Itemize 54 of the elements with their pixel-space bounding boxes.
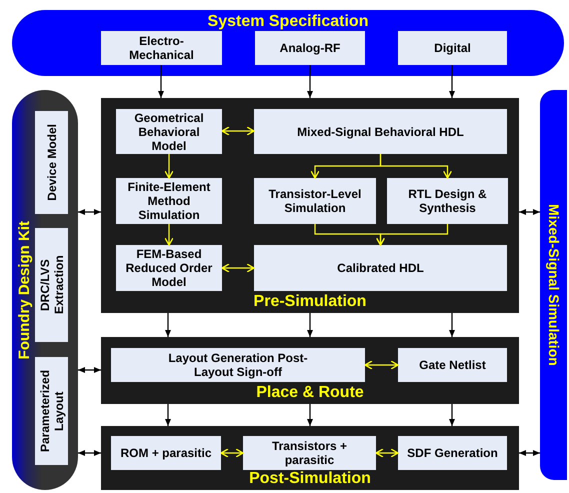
stage-title: Pre-Simulation: [254, 293, 366, 311]
arrow: [78, 367, 101, 373]
process-box: Transistor-Level Simulation: [254, 178, 376, 224]
process-box: RTL Design & Synthesis: [387, 178, 508, 224]
kit-item-box: [35, 357, 68, 465]
arrow: [519, 450, 540, 456]
arrow: [221, 126, 255, 136]
arrow: [158, 65, 164, 98]
arrow: [449, 65, 455, 98]
arrow: [220, 448, 244, 458]
arrow: [380, 154, 452, 179]
process-box: Transistors + parasitic: [243, 436, 376, 470]
arrow: [221, 263, 255, 273]
panel-title: Foundry Design Kit: [16, 220, 34, 360]
box-label: Device Model: [44, 124, 58, 201]
process-box: Digital: [398, 31, 507, 65]
process-box: Analog-RF: [255, 31, 365, 65]
stage-panel: [101, 426, 519, 490]
stage-panel: [101, 98, 519, 313]
process-box: Gate Netlist: [398, 348, 507, 382]
process-box: SDF Generation: [398, 436, 507, 470]
process-box: Layout Generation Post-Layout Sign-off: [111, 348, 365, 382]
arrow: [164, 224, 174, 246]
kit-item-box: [35, 228, 68, 342]
arrow: [375, 448, 399, 458]
process-box: FEM-Based Reduced Order Model: [116, 245, 222, 291]
band-title: System Specification: [206, 12, 370, 32]
arrow: [449, 404, 455, 426]
stage-title: Place & Route: [256, 384, 364, 402]
process-box: Calibrated HDL: [254, 245, 507, 291]
arrow: [78, 450, 101, 456]
arrow: [165, 313, 171, 337]
arrow: [519, 209, 540, 215]
arrow: [78, 209, 101, 215]
arrow: [307, 313, 313, 337]
arrow: [164, 154, 174, 179]
box-label: DRC/LVS Extraction: [38, 254, 66, 316]
arrow: [449, 313, 455, 337]
process-box: ROM + parasitic: [111, 436, 221, 470]
arrow: [307, 404, 313, 426]
process-box: Finite-Element Method Simulation: [116, 178, 222, 224]
arrow: [307, 65, 313, 98]
process-box: Geometrical Behavioral Model: [116, 109, 222, 154]
arrow: [165, 404, 171, 426]
stage-panel: [101, 337, 519, 404]
box-label: Parameterized Layout: [38, 368, 66, 454]
side-panel: [540, 90, 567, 480]
panel-title: Mixed-Signal Simulation: [545, 204, 562, 366]
process-box: Electro-Mechanical: [101, 31, 222, 65]
stage-title: Post-Simulation: [249, 470, 371, 488]
arrow: [364, 360, 399, 370]
arrow: [376, 224, 448, 246]
process-box: Mixed-Signal Behavioral HDL: [254, 109, 507, 154]
kit-item-box: [35, 111, 68, 214]
